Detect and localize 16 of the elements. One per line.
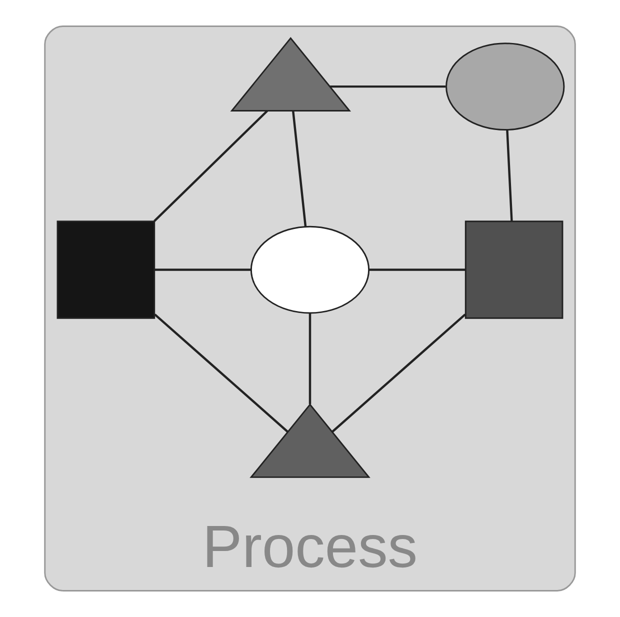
node-ellipse (250, 226, 370, 314)
node-box (464, 220, 564, 319)
node-box (56, 220, 156, 319)
cluster: Process (44, 26, 576, 592)
connector (292, 110, 307, 227)
connector (506, 130, 513, 222)
connector (330, 85, 446, 88)
connector (154, 110, 268, 222)
connector (368, 268, 466, 271)
connector (154, 268, 252, 271)
node-triangle (230, 36, 352, 112)
connector (308, 313, 312, 404)
connector (154, 314, 289, 433)
connector (331, 314, 466, 433)
node-triangle (250, 403, 370, 478)
node-ellipse (446, 42, 565, 130)
